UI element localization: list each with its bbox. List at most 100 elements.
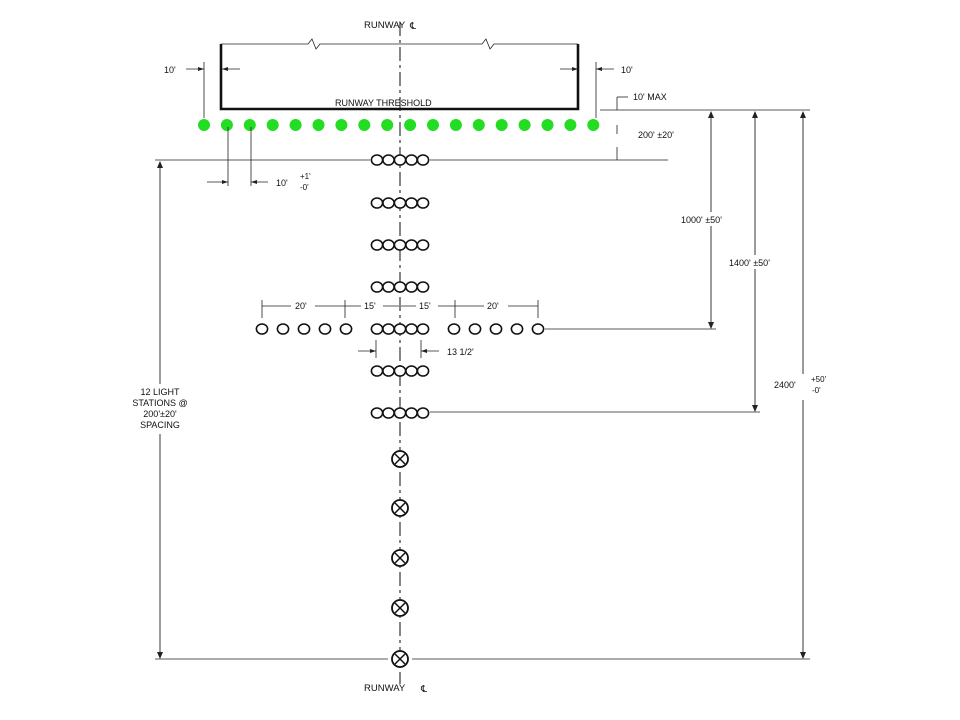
barrette [370,197,430,209]
threshold-light [449,119,462,131]
barrette-light [393,323,407,335]
bar-offset-tol-plus: +1' [300,172,311,181]
barrette-light [370,281,384,293]
runway-centerline-label-bottom: RUNWAY [364,683,406,694]
single-light-cross [394,453,406,465]
right-offset-arrowhead-a [572,67,578,71]
threshold-light [541,119,554,131]
runway-threshold-label: RUNWAY THRESHOLD [335,98,432,108]
crossbar-light-left [255,323,269,335]
barrette-light [405,365,418,377]
crossbar-light-left [339,323,353,335]
threshold-light [312,119,325,131]
runway-outline [219,44,580,111]
threshold-light [404,119,417,131]
dim-2400-arrowhead-bot [800,652,806,659]
right-offset-arrowhead-b [596,67,602,71]
barrette-light [370,197,384,209]
barrette-light [405,407,418,419]
barrette-light [405,323,418,335]
dim-1400-arrowhead-top [752,111,758,118]
barrette-light [382,197,395,209]
runway-break-line [221,38,578,50]
barrette-light [382,365,395,377]
single-light-station [391,650,409,668]
stations-label-line3: 200'±20' [143,409,177,419]
single-light-cross [394,653,406,665]
crossbar-left-15-label: 15' [364,301,376,311]
barrette [370,365,430,377]
barrette-light [382,323,395,335]
crossbar-right-15-label: 15' [419,301,431,311]
barrette-light [405,281,418,293]
crossbar-light-left [276,323,290,335]
single-light-station [391,450,409,468]
crossbar-lights [255,323,545,335]
barrette-light [416,407,430,419]
single-light-cross [394,502,406,514]
stations-label-line2: STATIONS @ [132,398,187,408]
crossbar-left-20-label: 20' [295,301,307,311]
threshold-light [495,119,508,131]
single-light-cross [394,552,406,564]
barrette-stations [370,154,430,419]
threshold-light [220,119,233,131]
right-offset-label: 10' [621,65,633,75]
barrette-light [405,197,418,209]
crossbar-light-right [489,323,503,335]
crossbar-light-left [318,323,332,335]
dim-1000-arrowhead-bot [708,322,714,329]
left-offset-arrowhead-a [198,67,204,71]
barrette-light [405,239,418,251]
threshold-light [335,119,348,131]
left-offset-label: 10' [164,65,176,75]
dim-1000-arrowhead-top [708,111,714,118]
crossbar-light-right [510,323,524,335]
bar-offset-arrowhead-a [222,180,228,184]
crossbar-light-right [531,323,545,335]
spacing-label: 13 1/2' [447,347,474,357]
threshold-light [472,119,485,131]
single-light-station [391,549,409,567]
threshold-light-bar [198,119,600,131]
barrette-light [370,365,384,377]
single-light-cross [394,602,406,614]
single-light-stations [391,450,409,668]
spacing-arrowhead-b [421,349,427,353]
barrette [370,281,430,293]
dim-2400-plus: +50' [811,375,827,384]
threshold-light [358,119,371,131]
barrette-light [393,365,407,377]
barrette-light [370,154,384,166]
barrette [370,154,430,166]
barrette-light [416,281,430,293]
dim-1000-label: 1000' ±50' [681,215,722,225]
barrette [370,407,430,419]
barrette-light [405,154,418,166]
stations-label-line4: SPACING [140,420,180,430]
barrette-light [382,154,395,166]
crossbar-light-right [468,323,482,335]
barrette-light [382,239,395,251]
barrette-light [416,323,430,335]
first-station-dim-label: 200' ±20' [638,130,674,140]
single-light-station [391,499,409,517]
threshold-light [198,119,210,131]
dim-2400-arrowhead-top [800,111,806,118]
barrette-light [416,239,430,251]
dim-1400-label: 1400' ±50' [729,258,770,268]
barrette-light [382,281,395,293]
barrette-light [393,154,407,166]
barrette-light [416,365,430,377]
dim-2400-label: 2400' [774,380,796,390]
barrette-light [416,154,430,166]
barrette-light [393,239,407,251]
barrette [370,323,430,335]
crossbar-light-right [447,323,461,335]
barrette [370,239,430,251]
barrette-light [370,239,384,251]
stations-label-line1: 12 LIGHT [140,387,180,397]
threshold-light [518,119,531,131]
crossbar-right-20-label: 20' [487,301,499,311]
